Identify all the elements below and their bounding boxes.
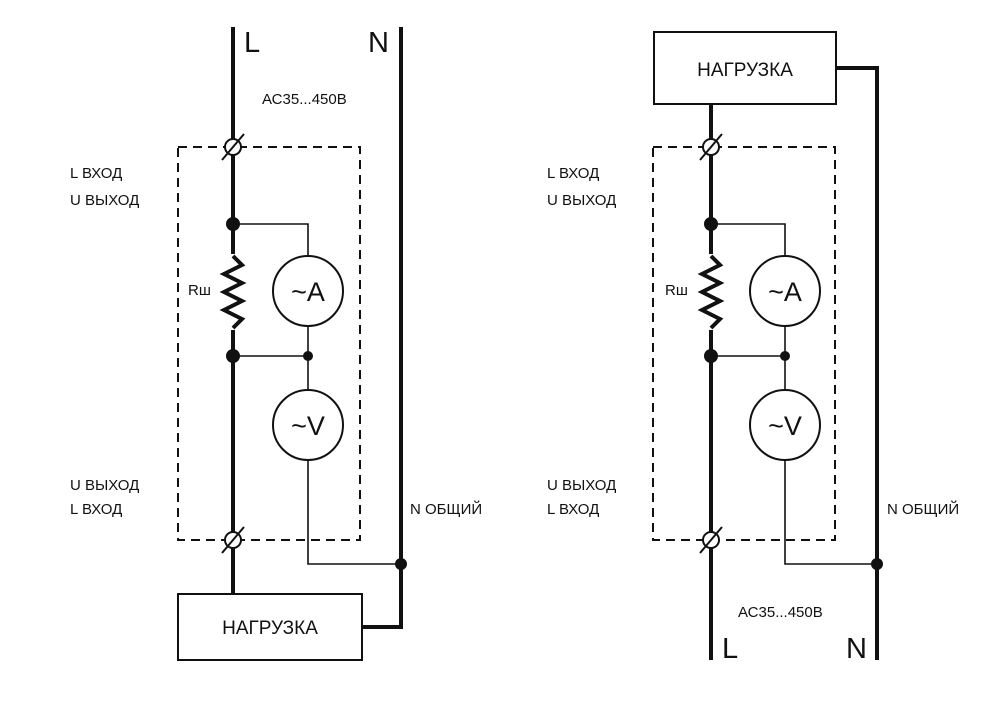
left-ammeter-top-wire (233, 223, 309, 256)
right-ammeter-top-wire (711, 223, 786, 256)
right-bottom-port-line2: L ВХОД (547, 501, 599, 518)
left-diagram: ~A ~V НАГРУЗКА L N АС35...450В L ВХОД (70, 27, 482, 661)
left-neutral-label: N ОБЩИЙ (410, 500, 482, 518)
left-shunt-resistor (219, 254, 247, 330)
left-terminal-top (221, 133, 245, 161)
right-shunt-label: Rш (665, 282, 688, 299)
right-shunt-resistor (697, 254, 725, 330)
right-bottom-port-line1: U ВЫХОД (547, 477, 616, 494)
right-load-box (653, 31, 837, 105)
right-device-outline (652, 146, 836, 541)
right-top-port-line1: L ВХОД (547, 165, 599, 182)
right-neutral-label: N ОБЩИЙ (887, 500, 959, 518)
left-device-outline (177, 146, 361, 541)
left-junction-dot (303, 351, 313, 361)
right-terminal-bottom (699, 526, 723, 554)
left-ammeter-label: ~A (291, 277, 325, 307)
right-terminal-n-label: N (846, 633, 867, 665)
left-top-port-line2: U ВЫХОД (70, 192, 139, 209)
right-voltmeter-label: ~V (768, 411, 802, 441)
left-junction-dot (226, 349, 240, 363)
left-top-port-line1: L ВХОД (70, 165, 122, 182)
left-voltage-range: АС35...450В (262, 91, 347, 108)
left-shunt-label: Rш (188, 282, 211, 299)
right-voltmeter-return-wire (784, 460, 877, 565)
left-terminal-n-label: N (368, 27, 389, 59)
left-load-box (177, 593, 363, 661)
left-n-wire (362, 27, 403, 629)
right-voltage-range: АС35...450В (738, 604, 823, 621)
left-junction-dot (226, 217, 240, 231)
right-terminal-l-label: L (722, 633, 738, 665)
left-load-label: НАГРУЗКА (222, 618, 318, 639)
right-diagram: ~A ~V НАГРУЗКА L ВХОД U ВЫХОД Rш U ВЫХОД (547, 31, 959, 665)
right-junction-dot (780, 351, 790, 361)
right-terminal-top (699, 133, 723, 161)
left-voltmeter-return-wire (307, 460, 401, 565)
right-ammeter-label: ~A (768, 277, 802, 307)
right-top-port-line2: U ВЫХОД (547, 192, 616, 209)
left-voltmeter-label: ~V (291, 411, 325, 441)
right-junction-dot (704, 349, 718, 363)
left-junction-dot (395, 558, 407, 570)
left-bottom-port-line2: L ВХОД (70, 501, 122, 518)
right-load-label: НАГРУЗКА (697, 60, 793, 81)
right-junction-dot (871, 558, 883, 570)
left-bottom-port-line1: U ВЫХОД (70, 477, 139, 494)
left-terminal-l-label: L (244, 27, 260, 59)
left-terminal-bottom (221, 526, 245, 554)
right-n-wire (836, 66, 879, 660)
right-junction-dot (704, 217, 718, 231)
